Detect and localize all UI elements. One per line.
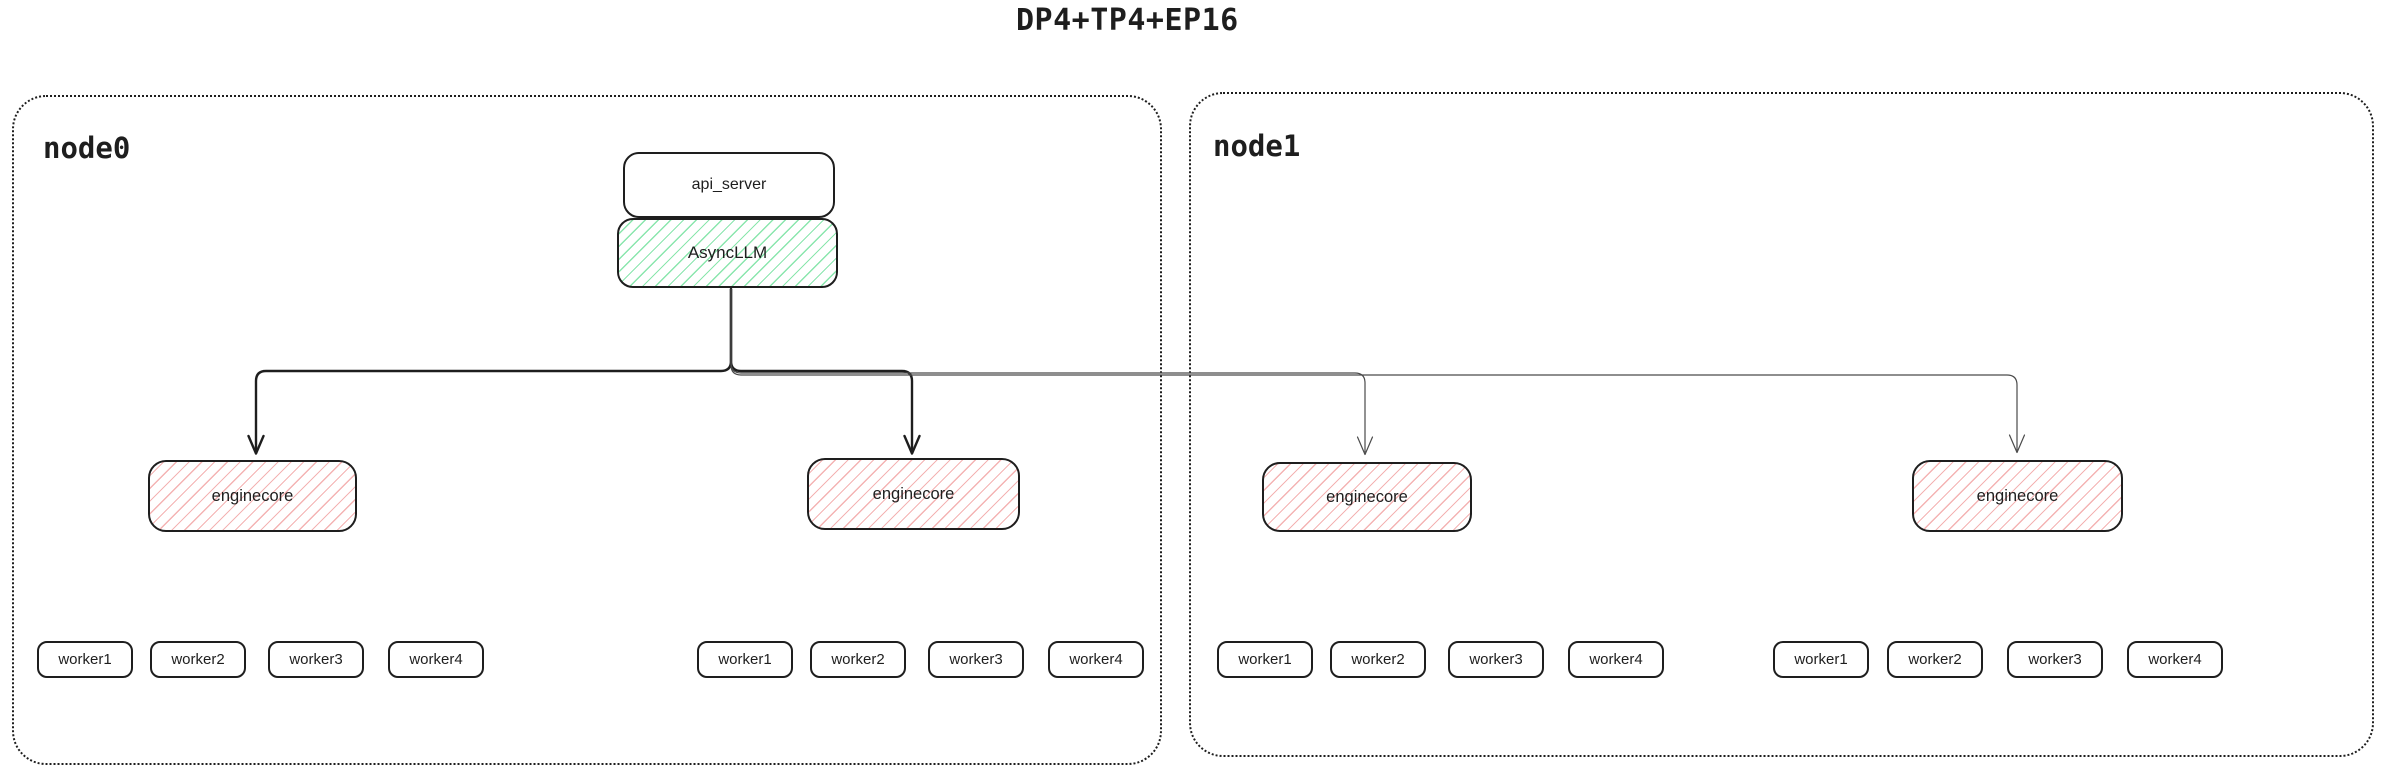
diagram-title: DP4+TP4+EP16 (1016, 3, 1239, 38)
node0-group1-worker1-box: worker1 (37, 641, 133, 678)
node0-group2-worker3-box: worker3 (928, 641, 1024, 678)
node1-group2-worker4-box: worker4 (2127, 641, 2223, 678)
node1-group2-worker3-box: worker3 (2007, 641, 2103, 678)
node1-group1-worker2-box: worker2 (1330, 641, 1426, 678)
node1-group1-worker1-box: worker1 (1217, 641, 1313, 678)
node0-group1-worker3-box: worker3 (268, 641, 364, 678)
node1-group1-worker4-box: worker4 (1568, 641, 1664, 678)
node1-enginecore1-box: enginecore (1262, 462, 1472, 532)
node0-group2-worker1-box: worker1 (697, 641, 793, 678)
asyncllm-box: AsyncLLM (617, 218, 838, 288)
node1-group2-worker1-box: worker1 (1773, 641, 1869, 678)
node1-group1-worker3-box: worker3 (1448, 641, 1544, 678)
node1-enginecore2-box: enginecore (1912, 460, 2123, 532)
node0-label: node0 (43, 131, 131, 165)
node0-enginecore1-box: enginecore (148, 460, 357, 532)
node1-label: node1 (1213, 129, 1301, 163)
node0-group1-worker2-box: worker2 (150, 641, 246, 678)
node1-group2-worker2-box: worker2 (1887, 641, 1983, 678)
node0-enginecore2-box: enginecore (807, 458, 1020, 530)
node0-group1-worker4-box: worker4 (388, 641, 484, 678)
node0-group2-worker4-box: worker4 (1048, 641, 1144, 678)
node0-group2-worker2-box: worker2 (810, 641, 906, 678)
api-server-box: api_server (623, 152, 835, 218)
